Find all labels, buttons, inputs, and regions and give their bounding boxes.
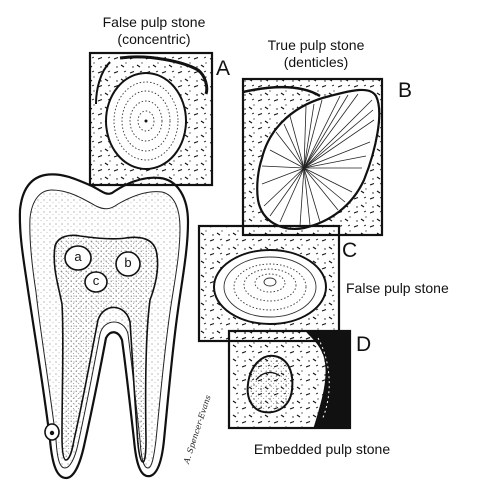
dentin-wall-d bbox=[304, 330, 351, 429]
panel-d bbox=[227, 329, 352, 430]
tooth-stone-c bbox=[84, 271, 108, 293]
concentric-stone-c bbox=[213, 249, 327, 325]
panel-c bbox=[197, 224, 341, 343]
panel-b-subtitle: (denticles) bbox=[283, 54, 349, 70]
panel-b-title: True pulp stone bbox=[267, 37, 365, 53]
panel-a-subtitle: (concentric) bbox=[117, 31, 191, 47]
tooth-letter-c: c bbox=[92, 273, 100, 288]
tooth-stone-a bbox=[64, 245, 92, 271]
panel-a-title: False pulp stone bbox=[102, 14, 206, 30]
panel-d-letter: D bbox=[356, 333, 372, 356]
panel-c-title: False pulp stone bbox=[346, 280, 449, 296]
panel-d-title: Embedded pulp stone bbox=[253, 441, 391, 457]
tooth-cross-section bbox=[18, 173, 190, 480]
tooth-letter-b: b bbox=[124, 255, 132, 270]
panel-a-letter: A bbox=[216, 57, 231, 80]
panel-b-letter: B bbox=[398, 79, 413, 102]
denticle-stone-b bbox=[256, 88, 381, 230]
embedded-stone-d bbox=[246, 354, 294, 414]
tooth-pulp-chamber bbox=[53, 234, 159, 463]
panel-c-letter: C bbox=[342, 239, 358, 262]
panel-a bbox=[88, 51, 214, 187]
tooth-letter-a: a bbox=[74, 249, 82, 264]
panel-b bbox=[241, 77, 384, 237]
tooth-stone-b bbox=[115, 251, 141, 277]
